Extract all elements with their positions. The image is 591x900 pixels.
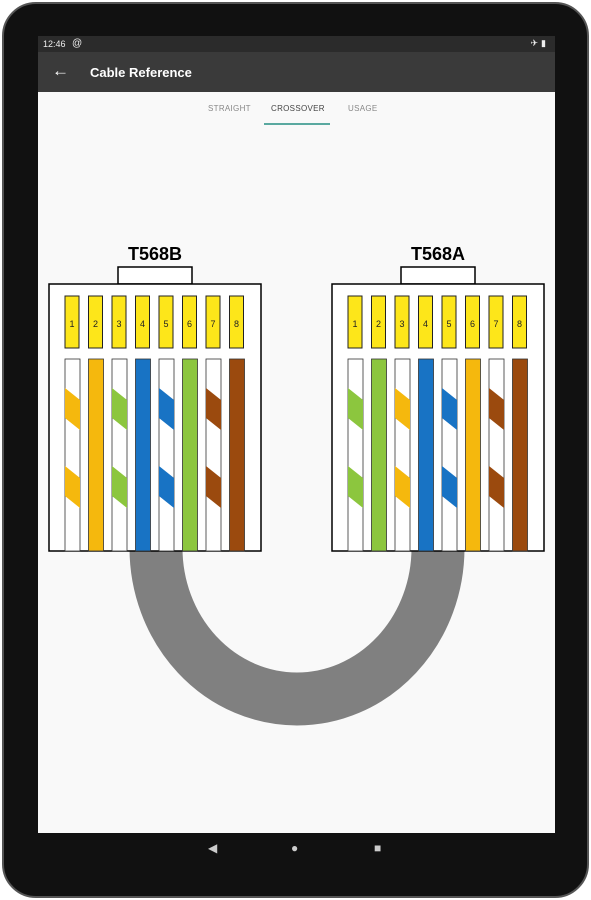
left-wire-5	[158, 358, 175, 552]
system-nav-bar: ◀ ● ■	[38, 833, 555, 865]
right-wire-5-stripe-1	[442, 388, 457, 430]
right-pin-number: 6	[470, 319, 475, 329]
right-pin-5	[441, 295, 457, 349]
right-pin-number: 2	[376, 319, 381, 329]
left-wire-8	[229, 358, 245, 552]
right-wire-1-stripe-2	[348, 466, 363, 508]
right-pin-8	[512, 295, 527, 349]
left-pin-number: 5	[163, 319, 168, 329]
right-pin-2	[371, 295, 386, 349]
right-pin-number: 3	[399, 319, 404, 329]
tab-straight[interactable]: STRAIGHT	[208, 104, 251, 113]
right-pin-number: 8	[517, 319, 522, 329]
tab-bar: STRAIGHT CROSSOVER USAGE	[38, 92, 555, 126]
right-wire-3	[394, 358, 411, 552]
left-pin-number: 8	[234, 319, 239, 329]
left-pin-1	[64, 295, 80, 349]
left-wire-3-stripe-2	[112, 466, 127, 508]
right-wire-7	[488, 358, 505, 552]
left-pin-4	[135, 295, 150, 349]
left-pin-5	[158, 295, 174, 349]
left-connector-label: T568B	[128, 244, 182, 264]
left-wire-3	[111, 358, 128, 552]
left-pin-7	[205, 295, 221, 349]
left-pin-number: 1	[69, 319, 74, 329]
left-clip-tab	[117, 266, 193, 285]
left-wire-5-stripe-2	[159, 466, 174, 508]
right-wire-2	[371, 358, 387, 552]
right-wire-3-stripe-2	[395, 466, 410, 508]
right-wire-4	[418, 358, 434, 552]
at-sign-icon: @	[72, 38, 83, 49]
right-wire-5-stripe-2	[442, 466, 457, 508]
right-wire-5	[441, 358, 458, 552]
left-pin-3	[111, 295, 127, 349]
status-time: 12:46	[43, 39, 66, 49]
right-wire-7-stripe-2	[489, 466, 504, 508]
left-connector-body	[48, 283, 262, 552]
right-wire-1-stripe-1	[348, 388, 363, 430]
tab-crossover[interactable]: CROSSOVER	[271, 104, 325, 113]
circle-home-icon[interactable]: ●	[291, 841, 299, 855]
left-wire-5-stripe-1	[159, 388, 174, 430]
right-wire-3-stripe-1	[395, 388, 410, 430]
plane-icon: ✈	[530, 38, 542, 48]
right-pin-3	[394, 295, 410, 349]
right-pin-number: 4	[423, 319, 428, 329]
left-wire-7-stripe-2	[206, 466, 221, 508]
tab-usage[interactable]: USAGE	[348, 104, 378, 113]
left-wire-1	[64, 358, 81, 552]
right-pin-6	[465, 295, 480, 349]
right-pin-number: 5	[446, 319, 451, 329]
left-pin-number: 3	[116, 319, 121, 329]
left-wire-2	[88, 358, 104, 552]
right-wire-8	[512, 358, 528, 552]
left-pin-number: 2	[93, 319, 98, 329]
right-pin-number: 7	[493, 319, 498, 329]
left-wire-7	[205, 358, 222, 552]
left-wire-6	[182, 358, 198, 552]
right-connector: T568A 1 2 3 4 5 6 7 8	[331, 244, 545, 552]
tab-indicator	[264, 123, 330, 125]
left-pin-2	[88, 295, 103, 349]
status-bar: 12:46 @ ✈▮	[38, 36, 555, 52]
left-pin-number: 6	[187, 319, 192, 329]
right-pin-7	[488, 295, 504, 349]
arrow-left-icon[interactable]: ←	[52, 61, 69, 80]
right-wire-1	[347, 358, 364, 552]
right-pin-number: 1	[352, 319, 357, 329]
left-connector: T568B 1 2 3 4 5 6 7 8	[48, 244, 262, 552]
battery-icon: ▮	[541, 38, 549, 48]
left-wire-3-stripe-1	[112, 388, 127, 430]
right-wire-6	[465, 358, 481, 552]
cable-arc	[129, 547, 465, 726]
app-bar: ← Cable Reference	[38, 52, 555, 92]
left-wire-4	[135, 358, 151, 552]
left-pin-number: 4	[140, 319, 145, 329]
right-wire-7-stripe-1	[489, 388, 504, 430]
triangle-back-icon[interactable]: ◀	[208, 841, 218, 855]
left-pin-8	[229, 295, 244, 349]
right-pin-4	[418, 295, 433, 349]
left-wire-1-stripe-1	[65, 388, 80, 430]
right-connector-body	[331, 283, 545, 552]
left-wire-1-stripe-2	[65, 466, 80, 508]
left-pin-6	[182, 295, 197, 349]
page-title: Cable Reference	[90, 65, 192, 80]
left-wire-7-stripe-1	[206, 388, 221, 430]
right-pin-1	[347, 295, 363, 349]
left-pin-number: 7	[210, 319, 215, 329]
square-recents-icon[interactable]: ■	[374, 841, 382, 855]
right-clip-tab	[400, 266, 476, 285]
status-icons: ✈▮	[531, 38, 550, 49]
right-connector-label: T568A	[411, 244, 465, 264]
